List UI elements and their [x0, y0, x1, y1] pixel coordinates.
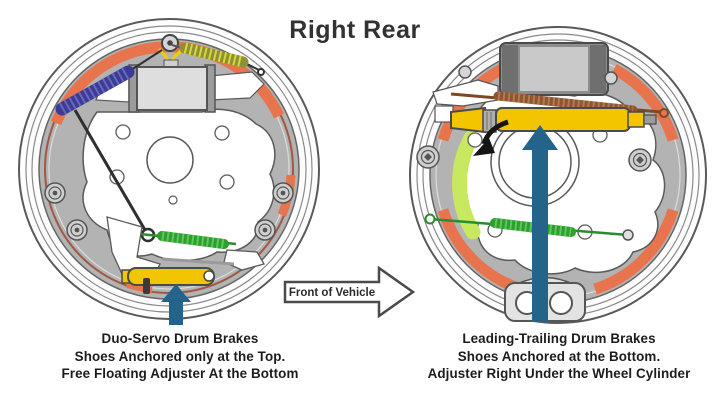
- floating-adjuster-yellow: [121, 267, 215, 294]
- backing-plate: [82, 108, 276, 262]
- caption-line: Free Floating Adjuster At the Bottom: [61, 366, 299, 382]
- adjuster-yellow: [450, 106, 657, 134]
- caption-line: Duo-Servo Drum Brakes: [101, 331, 259, 346]
- small-black-arrow-icon: [473, 119, 509, 156]
- page-title: Right Rear: [289, 16, 421, 44]
- caption-line: Adjuster Right Under the Wheel Cylinder: [427, 366, 691, 382]
- duo-servo-drum-diagram: [18, 18, 320, 325]
- adjuster-spring-green: [139, 231, 237, 249]
- mounting-bolts: [416, 145, 652, 172]
- duo-servo-caption: Duo-Servo Drum Brakes Shoes Anchored onl…: [24, 330, 336, 383]
- caption-line: Shoes Anchored only at the Top.: [74, 348, 286, 364]
- wheel-cylinder: [499, 42, 609, 96]
- leading-trailing-drum-diagram: [409, 26, 707, 324]
- mounting-bolts: [44, 182, 294, 241]
- return-spring-olive: [171, 42, 265, 76]
- wheel-cylinder: [95, 59, 265, 113]
- top-levers: [432, 65, 618, 123]
- caption-line: Leading-Trailing Drum Brakes: [462, 331, 656, 346]
- caption-line: Shoes Anchored at the Bottom.: [457, 348, 661, 364]
- hub-and-holes: [109, 124, 235, 205]
- bottom-levers: [106, 216, 265, 281]
- leading-trailing-caption: Leading-Trailing Drum Brakes Shoes Ancho…: [400, 330, 718, 383]
- adjuster-pointer-arrow-icon: [161, 284, 191, 325]
- front-of-vehicle-arrow: Front of Vehicle: [283, 265, 416, 319]
- return-spring-blue: [55, 49, 163, 116]
- adjuster-pointer-arrow-icon: [522, 125, 558, 322]
- front-of-vehicle-label: Front of Vehicle: [289, 287, 375, 299]
